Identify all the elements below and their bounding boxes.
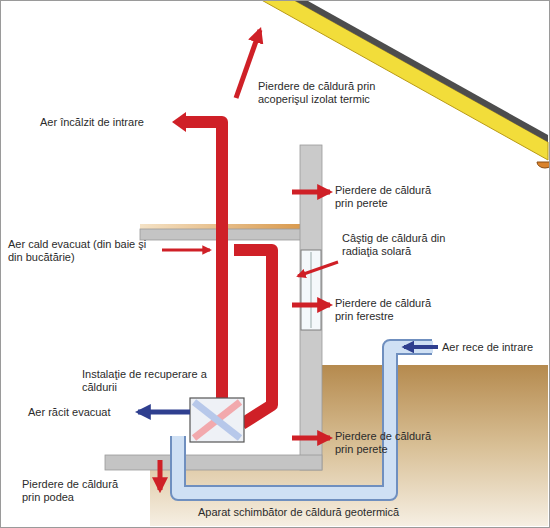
- callout-label: Aer cald evacuat (din baie şi din bucătă…: [8, 238, 158, 264]
- callout-label: Pierdere de căldură prin acoperişul izol…: [258, 80, 398, 106]
- window: [301, 250, 321, 330]
- cold-intake-arrow: [404, 345, 438, 349]
- callout-label: Instalaţie de recuperare a căldurii: [82, 368, 214, 394]
- callout-label: Pierdere de căldură prin perete: [335, 430, 445, 456]
- window-pane: [311, 252, 312, 328]
- wall-loss-arrow: [292, 190, 330, 195]
- supply-arrowhead: [172, 112, 186, 132]
- gutter: [537, 162, 550, 168]
- ground-slab: [105, 455, 322, 470]
- roof-insulation: [240, 0, 548, 160]
- cool-flow: [194, 402, 240, 438]
- warm-exhaust-arrow: [162, 249, 210, 252]
- warm-flow: [194, 402, 240, 438]
- floor-loss-arrow: [158, 460, 163, 490]
- window-loss-arrow: [292, 303, 330, 308]
- callout-label: Aer încălzit de intrare: [40, 116, 168, 129]
- ground: [150, 365, 548, 526]
- callout-label: Aer rece de intrare: [442, 341, 546, 354]
- callout-label: Aer răcit evacuat: [28, 406, 136, 419]
- supply-duct: [186, 122, 222, 400]
- roof-loss-arrow: [236, 30, 260, 98]
- solar-gain-arrow: [298, 262, 338, 276]
- heat-recovery-unit: [190, 398, 244, 442]
- callout-label: Pierdere de căldură prin perete: [335, 184, 445, 210]
- wall-loss-arrow: [292, 436, 330, 441]
- callout-label: Pierdere de căldură prin podea: [22, 478, 134, 504]
- roof-tiles: [240, 0, 548, 142]
- callout-label: Pierdere de căldură prin ferestre: [335, 297, 445, 323]
- cooled-exhaust-arrow: [138, 410, 190, 415]
- callout-label: Câştig de căldură din radiaţia solară: [342, 232, 457, 258]
- callout-label: Aparat schimbător de căldură geotermică: [198, 506, 438, 519]
